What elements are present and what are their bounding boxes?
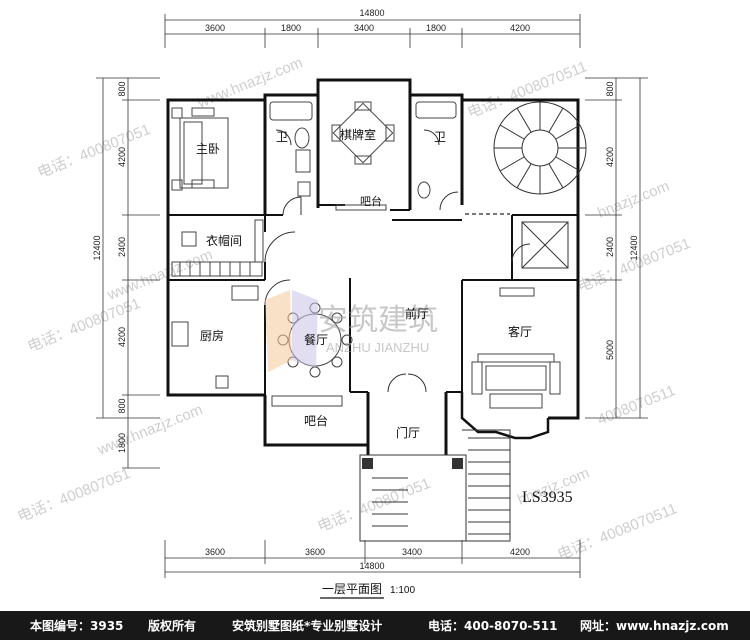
room-master-bedroom: 主卧: [196, 142, 220, 156]
entrance-steps: [359, 429, 511, 542]
kitchen-fixtures: [171, 285, 259, 389]
dim-bottom-3: 3400: [402, 547, 422, 557]
right-bath-fixtures: [415, 101, 457, 199]
left-dimensions: [96, 77, 160, 469]
caption-scale: 1:100: [390, 585, 415, 596]
dim-left-5: 800: [117, 398, 127, 413]
master-bed: [171, 107, 229, 191]
room-bath-left: 卫: [276, 130, 288, 144]
bottom-dimensions: [164, 540, 581, 578]
room-bar: 吧台: [304, 413, 328, 428]
dim-right-1: 800: [605, 81, 615, 96]
footer-copyright: 版权所有: [148, 619, 197, 633]
elevator: [521, 221, 569, 269]
dim-left-1: 800: [117, 81, 127, 96]
room-cloakroom: 衣帽间: [206, 233, 242, 248]
footer-phone: 电话：400-8070-511: [428, 619, 558, 633]
footer-tagline: 安筑别墅图纸*专业别墅设计: [232, 619, 383, 633]
cloakroom-fixtures: [171, 219, 264, 277]
room-entrance: 门厅: [396, 425, 420, 440]
living-sofa-set: [471, 287, 561, 409]
dim-right-2: 4200: [605, 147, 615, 167]
room-terrace-top: 吧台: [360, 194, 382, 208]
watermark-site-4: www.hnazjz.com: [94, 401, 205, 459]
dim-left-4: 4200: [117, 327, 127, 347]
dim-bottom-4: 4200: [510, 547, 530, 557]
living-bay-window: [460, 392, 550, 440]
dim-top-total: 14800: [359, 8, 384, 18]
right-dimensions: [585, 77, 648, 419]
dim-left-3: 2400: [117, 237, 127, 257]
dim-left-total: 12400: [92, 235, 102, 260]
spiral-stair: [493, 101, 587, 195]
logo-text-pinyin: ANZHU JIANZHU: [326, 340, 429, 355]
dim-right-total: 12400: [629, 235, 639, 260]
room-bath-right: 卫: [434, 130, 446, 144]
interior-walls: [168, 204, 578, 395]
watermark-phone-1: 电话：4008070511: [465, 58, 589, 121]
room-dining: 餐厅: [304, 332, 328, 347]
room-mahjong: 棋牌室: [340, 127, 376, 142]
plan-code: LS3935: [522, 489, 573, 506]
dim-top-5: 4200: [510, 23, 530, 33]
logo-text-cn: 安筑建筑: [318, 303, 438, 338]
dim-left-6: 1800: [117, 433, 127, 453]
watermark-phone-5: 电话：400807051: [15, 465, 133, 526]
footer-banner: 本图编号：3935 版权所有 安筑别墅图纸*专业别墅设计 电话：400-8070…: [0, 611, 750, 640]
dim-top-1: 3600: [205, 23, 225, 33]
room-living: 客厅: [508, 324, 532, 339]
dim-right-4: 5000: [605, 340, 615, 360]
watermark-phone-7: 电话：4008070511: [555, 500, 679, 563]
dim-bottom-2: 3600: [305, 547, 325, 557]
porch-column-right: [452, 458, 463, 469]
dim-right-3: 2400: [605, 237, 615, 257]
anzhu-logo: 安筑建筑 ANZHU JIANZHU: [265, 290, 438, 372]
mahjong-table: [331, 101, 395, 211]
watermark-phone-2: 电话：400807051: [35, 121, 153, 182]
caption-title: 一层平面图: [322, 582, 382, 596]
dim-left-2: 4200: [117, 147, 127, 167]
dim-bottom-1: 3600: [205, 547, 225, 557]
room-kitchen: 厨房: [200, 328, 224, 343]
footer-plan-number: 本图编号：3935: [30, 619, 124, 633]
top-dimensions: [164, 14, 581, 48]
dim-top-4: 1800: [426, 23, 446, 33]
dim-bottom-total: 14800: [359, 561, 384, 571]
porch-column-left: [362, 458, 373, 469]
footer-website[interactable]: 网址：www.hnazjz.com: [580, 619, 729, 633]
dim-top-3: 3400: [354, 23, 374, 33]
left-bath-fixtures: [269, 101, 313, 197]
room-foyer: 前厅: [405, 306, 429, 321]
watermark-site-1: www.hnazjz.com: [194, 54, 305, 112]
watermark-number-1: 4008070511: [595, 382, 678, 429]
watermark-phone-6: 电话：400807051: [315, 475, 433, 536]
walls: [166, 78, 580, 455]
dim-top-2: 1800: [281, 23, 301, 33]
